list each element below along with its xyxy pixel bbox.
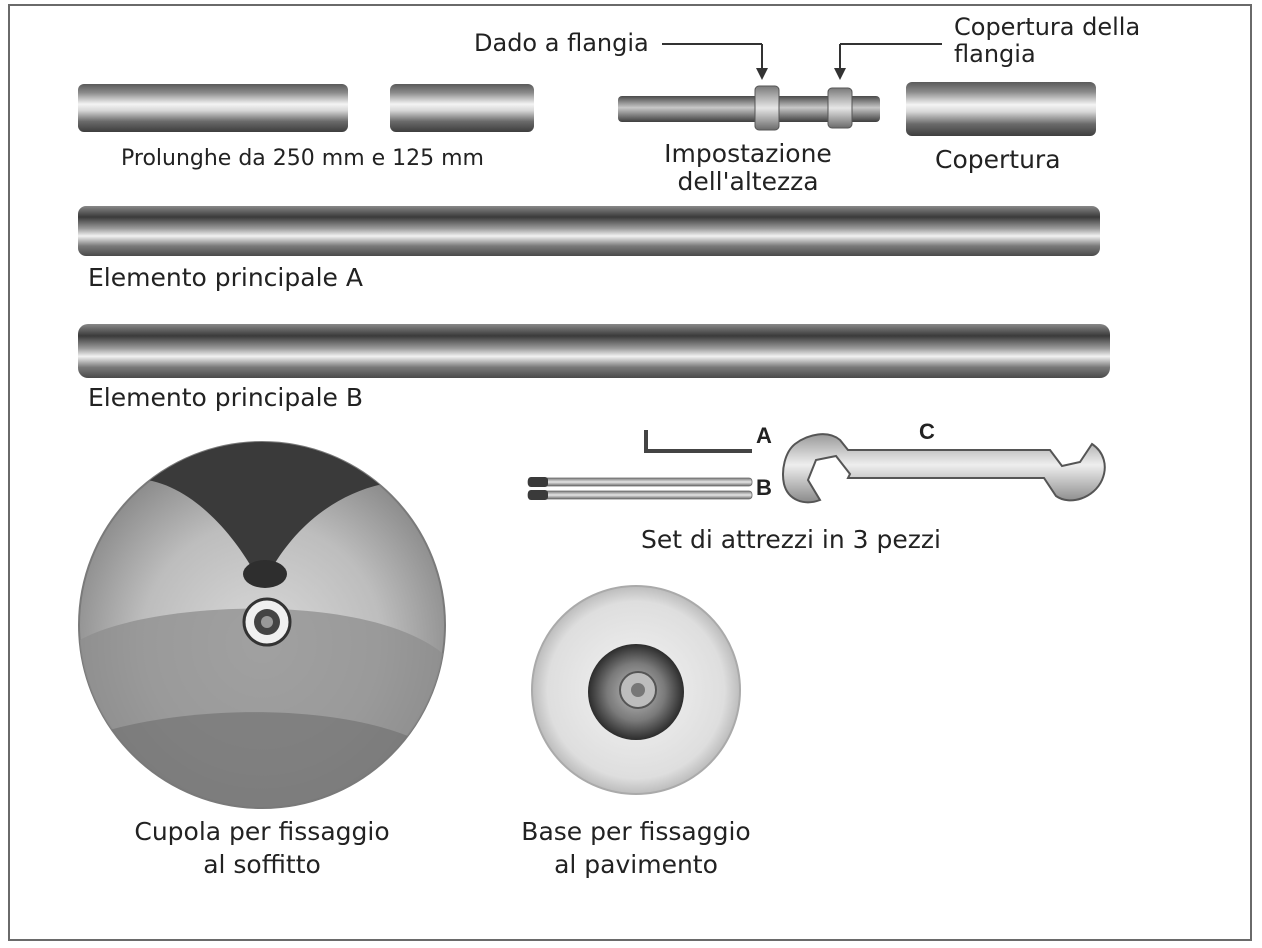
floor-base bbox=[531, 585, 741, 795]
flange-cover bbox=[827, 87, 853, 129]
floor-base-label: Base per fissaggio al pavimento bbox=[521, 817, 751, 879]
main-element-a bbox=[78, 206, 1100, 256]
height-setting-label: Impostazione dell'altezza bbox=[664, 139, 832, 196]
ceiling-dome-label: Cupola per fissaggio al soffitto bbox=[134, 817, 390, 879]
tool-set-label: Set di attrezzi in 3 pezzi bbox=[641, 525, 941, 554]
wrench-c bbox=[782, 433, 1106, 504]
flange-nut-leader bbox=[662, 43, 768, 80]
tool-b-letter: B bbox=[756, 475, 772, 500]
flange-cover-leader bbox=[834, 43, 942, 80]
tool-c-letter: C bbox=[919, 419, 935, 444]
allen-key-a bbox=[644, 430, 752, 453]
flange-nut-label: Dado a flangia bbox=[474, 29, 649, 57]
extension-tube-250mm bbox=[78, 84, 348, 132]
ceiling-dome bbox=[78, 441, 446, 809]
height-setting-rod bbox=[618, 85, 880, 131]
extensions-label: Prolunghe da 250 mm e 125 mm bbox=[121, 146, 484, 171]
rods-b bbox=[527, 477, 753, 500]
flange-cover-label: Copertura della flangia bbox=[954, 13, 1141, 68]
main-element-b bbox=[78, 324, 1110, 378]
cover-label: Copertura bbox=[935, 145, 1061, 174]
flange-nut bbox=[754, 85, 780, 131]
main-element-b-label: Elemento principale B bbox=[88, 383, 363, 412]
cover-tube bbox=[906, 82, 1096, 136]
diagram-frame bbox=[8, 4, 1252, 941]
main-element-a-label: Elemento principale A bbox=[88, 263, 363, 292]
tool-a-letter: A bbox=[756, 423, 772, 448]
extension-tube-125mm bbox=[390, 84, 534, 132]
